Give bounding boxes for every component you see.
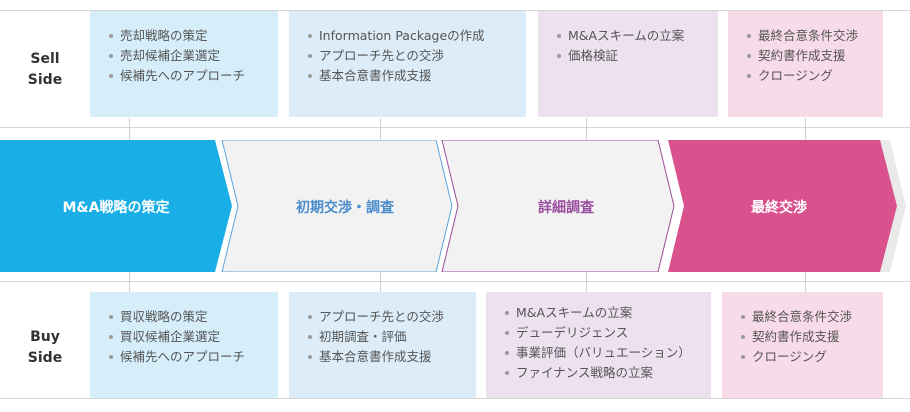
- list-item: アプローチ先との交渉: [307, 307, 476, 327]
- buy-box-strategy: 買収戦略の策定 買収候補企業選定 候補先へのアプローチ: [90, 292, 278, 398]
- list-item: 価格検証: [556, 46, 718, 66]
- sell-box-final: 最終合意条件交渉 契約書作成支援 クロージング: [728, 11, 883, 117]
- stage-arrow-detailed: [441, 140, 675, 272]
- list-item: 契約書作成支援: [740, 327, 883, 347]
- buy-side-label-line-1: Buy: [30, 329, 60, 345]
- list-item: クロージング: [746, 66, 883, 86]
- sell-box-initial: Information Packageの作成 アプローチ先との交渉 基本合意書作…: [289, 11, 526, 117]
- sell-box-strategy: 売却戦略の策定 売却候補企業選定 候補先へのアプローチ: [90, 11, 278, 117]
- stage-label-strategy: M&A戦略の策定: [62, 200, 170, 216]
- list-item: 基本合意書作成支援: [307, 66, 526, 86]
- connector-buy-4: [805, 270, 806, 292]
- list-item: 事業評価（バリュエーション）: [504, 343, 711, 363]
- sell-side-label-line-1: Sell: [30, 51, 60, 67]
- stage-label-detailed: 詳細調査: [538, 200, 594, 216]
- buy-side-label-line-2: Side: [27, 350, 63, 366]
- sell-side-label: Sell Side: [0, 49, 90, 91]
- list-item: 買収候補企業選定: [108, 327, 278, 347]
- connector-sell-4: [805, 118, 806, 140]
- list-item: M&Aスキームの立案: [556, 26, 718, 46]
- list-item: アプローチ先との交渉: [307, 46, 526, 66]
- stage-arrow-final: [668, 140, 897, 272]
- connector-buy-1: [129, 270, 130, 292]
- list-item: 最終合意条件交渉: [746, 26, 883, 46]
- connector-buy-3: [586, 270, 587, 292]
- list-item: 候補先へのアプローチ: [108, 347, 278, 367]
- list-item: クロージング: [740, 347, 883, 367]
- connector-sell-2: [380, 118, 381, 140]
- stage-label-initial: 初期交渉・調査: [296, 200, 394, 216]
- list-item: 契約書作成支援: [746, 46, 883, 66]
- stage-label-final: 最終交渉: [751, 200, 807, 216]
- list-item: デューデリジェンス: [504, 323, 711, 343]
- list-item: ファイナンス戦略の立案: [504, 363, 711, 383]
- connector-buy-2: [380, 270, 381, 292]
- stage-arrow-strategy: [0, 140, 232, 272]
- list-item: 売却候補企業選定: [108, 46, 278, 66]
- connector-sell-1: [129, 118, 130, 140]
- list-item: 最終合意条件交渉: [740, 307, 883, 327]
- list-item: M&Aスキームの立案: [504, 303, 711, 323]
- buy-box-final: 最終合意条件交渉 契約書作成支援 クロージング: [722, 292, 883, 398]
- connector-sell-3: [586, 118, 587, 140]
- buy-box-initial: アプローチ先との交渉 初期調査・評価 基本合意書作成支援: [289, 292, 476, 398]
- list-item: 買収戦略の策定: [108, 307, 278, 327]
- list-item: 初期調査・評価: [307, 327, 476, 347]
- stage-arrow-flow: [0, 140, 906, 272]
- sell-box-detailed: M&Aスキームの立案 価格検証: [538, 11, 718, 117]
- stage-arrow-initial: [221, 140, 453, 272]
- list-item: 売却戦略の策定: [108, 26, 278, 46]
- list-item: 候補先へのアプローチ: [108, 66, 278, 86]
- buy-box-detailed: M&Aスキームの立案 デューデリジェンス 事業評価（バリュエーション） ファイナ…: [486, 292, 711, 398]
- buy-side-label: Buy Side: [0, 327, 90, 369]
- list-item: Information Packageの作成: [307, 26, 526, 46]
- sell-side-label-line-2: Side: [27, 72, 63, 88]
- list-item: 基本合意書作成支援: [307, 347, 476, 367]
